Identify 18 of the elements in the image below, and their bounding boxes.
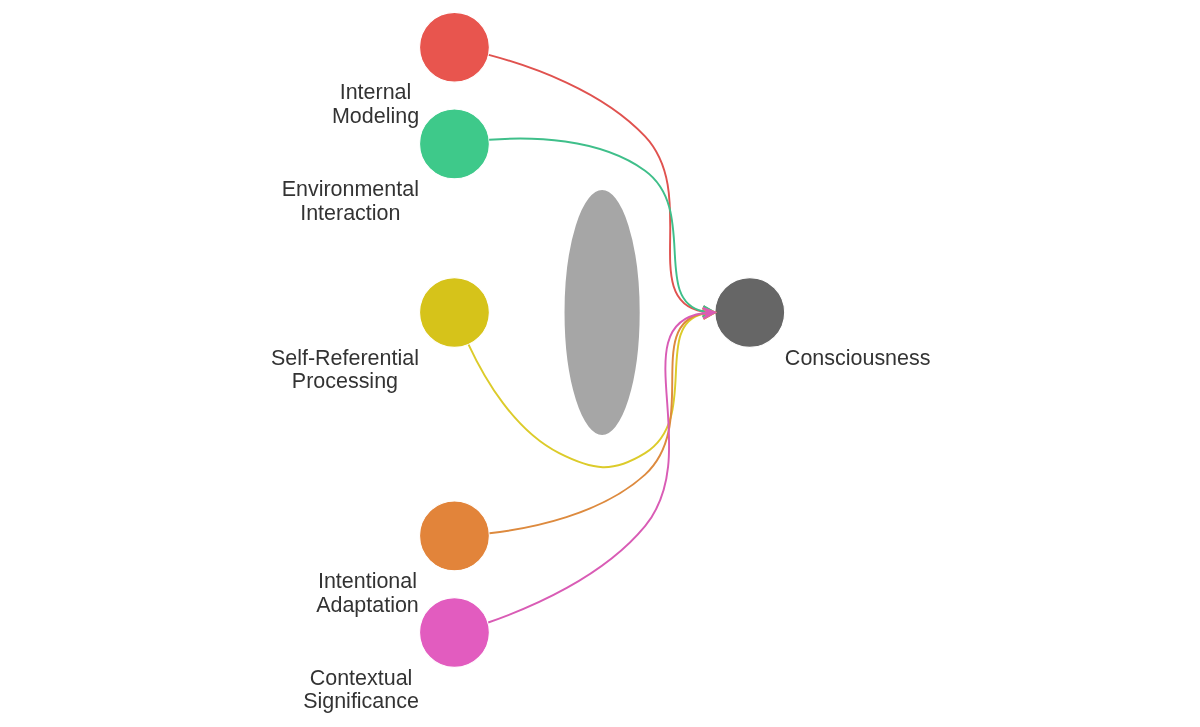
node-label: Environmental Interaction: [281, 176, 419, 225]
node-lens: [561, 187, 642, 438]
node-label: Intentional Adaptation: [315, 568, 419, 617]
arrow: [486, 306, 716, 624]
arrow: [487, 53, 716, 318]
node-circle: [713, 277, 785, 348]
node-circle: [418, 11, 490, 83]
node-label: Consciousness: [784, 345, 930, 370]
node-circle: [418, 108, 490, 180]
node-circle: [418, 597, 490, 668]
arrow: [488, 307, 716, 535]
node-label: Internal Modeling: [331, 80, 419, 128]
node-label: Contextual Significance: [302, 665, 419, 714]
node-circle: [418, 277, 490, 348]
arrow: [487, 137, 716, 318]
arrow: [467, 307, 716, 469]
node-label: Self-Referential Processing: [270, 345, 419, 394]
node-circle: [418, 500, 490, 572]
